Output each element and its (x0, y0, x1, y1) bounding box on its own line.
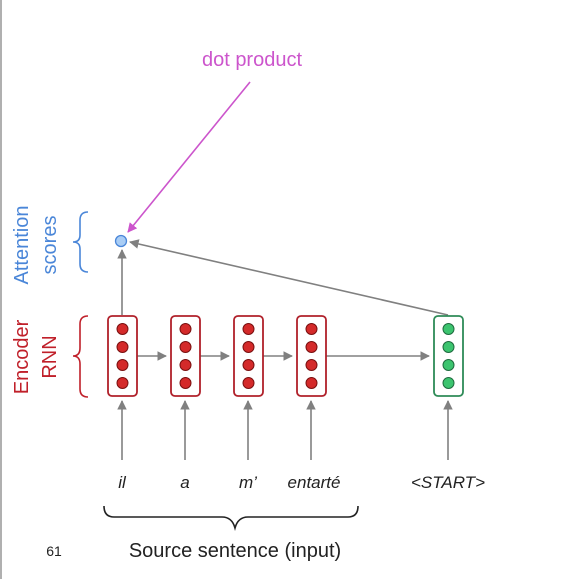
encoder-cell-3 (233, 315, 264, 397)
encoder-brace (72, 315, 89, 398)
attention-scores-label: Attention scores (11, 206, 61, 285)
encoder-label-line1: Encoder (11, 319, 33, 394)
source-brace (103, 505, 359, 532)
slide-left-edge (0, 0, 2, 579)
token-entarte: entarté (288, 473, 341, 492)
attention-label-line1: Attention (11, 206, 33, 285)
source-sentence-label: Source sentence (input) (129, 540, 341, 562)
attention-brace (72, 211, 89, 273)
attention-score-dot (114, 234, 128, 248)
token-start: <START> (411, 473, 485, 492)
attention-label-line2: scores (39, 216, 61, 275)
token-a: a (180, 473, 189, 492)
token-m: m’ (239, 473, 257, 492)
token-il: il (118, 473, 127, 492)
slide-number: 61 (46, 543, 62, 559)
dot-product-arrow (127, 81, 251, 233)
encoder-cell-1 (107, 315, 138, 397)
encoder-cell-4 (296, 315, 327, 397)
decoder-cell (433, 315, 464, 397)
encoder-rnn-label: Encoder RNN (11, 319, 61, 394)
encoder-cell-2 (170, 315, 201, 397)
encoder-label-line2: RNN (39, 335, 61, 378)
decoder-to-score-arrow (129, 239, 449, 316)
dot-product-label: dot product (202, 49, 303, 71)
